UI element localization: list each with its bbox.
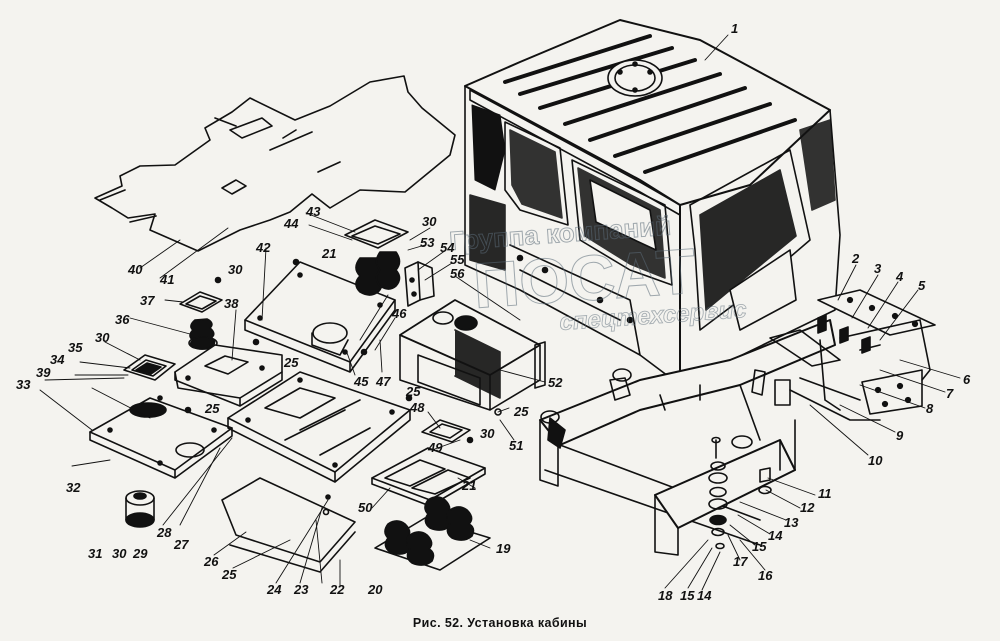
watermark: Группа компаний ПОСАТ спецтехсервис <box>448 210 748 336</box>
callout-26: 26 <box>203 554 219 569</box>
callout-20: 20 <box>367 582 383 597</box>
callout-30e: 30 <box>480 426 495 441</box>
callout-23: 23 <box>293 582 309 597</box>
mount-bolt-stack <box>708 436 772 550</box>
callout-3: 3 <box>874 261 882 276</box>
cover-33 <box>89 395 233 479</box>
callout-2: 2 <box>851 251 860 266</box>
cab-frame <box>539 319 841 556</box>
callout-19: 19 <box>496 541 511 556</box>
mat-26 <box>221 477 356 573</box>
callout-5: 5 <box>918 278 926 293</box>
callout-30b: 30 <box>95 330 110 345</box>
callout-32: 32 <box>66 480 81 495</box>
callout-38: 38 <box>224 296 239 311</box>
plate-50 <box>371 447 486 507</box>
callout-25c: 25 <box>283 355 299 370</box>
leader-lines <box>39 34 961 591</box>
callout-50: 50 <box>358 500 373 515</box>
callout-21b: 21 <box>321 246 336 261</box>
callout-25a: 25 <box>221 567 237 582</box>
gasket-37 <box>179 291 223 313</box>
callout-53: 53 <box>420 235 435 250</box>
callout-44: 44 <box>283 216 299 231</box>
callout-45: 45 <box>353 374 369 389</box>
callout-37: 37 <box>140 293 155 308</box>
grommet-29 <box>125 490 155 528</box>
callout-21a: 21 <box>461 478 476 493</box>
callout-labels: 1 2 3 4 5 6 7 8 9 10 11 12 13 14 15 16 1… <box>16 21 971 603</box>
callout-47: 47 <box>375 374 391 389</box>
callout-22: 22 <box>329 582 345 597</box>
boot-36 <box>188 318 218 350</box>
callout-46: 46 <box>391 306 407 321</box>
floor-mat <box>94 75 456 252</box>
callout-43: 43 <box>305 204 321 219</box>
callout-30a: 30 <box>112 546 127 561</box>
boots-19 <box>374 496 491 571</box>
callout-31: 31 <box>88 546 102 561</box>
cab-body <box>464 19 841 386</box>
callout-56: 56 <box>450 266 465 281</box>
callout-9: 9 <box>896 428 904 443</box>
figure-caption: Рис. 52. Установка кабины <box>412 616 588 630</box>
callout-18: 18 <box>658 588 673 603</box>
screws <box>184 258 502 444</box>
callout-39: 39 <box>36 365 51 380</box>
callout-52: 52 <box>548 375 563 390</box>
svg-text:ПОСАТ: ПОСАТ <box>471 235 698 322</box>
callout-14b: 14 <box>697 588 712 603</box>
callout-1: 1 <box>731 21 738 36</box>
callout-33: 33 <box>16 377 31 392</box>
callout-25d: 25 <box>405 384 421 399</box>
callout-7: 7 <box>946 386 954 401</box>
callout-12: 12 <box>800 500 815 515</box>
callout-41: 41 <box>159 272 174 287</box>
callout-4: 4 <box>895 269 904 284</box>
callout-36: 36 <box>115 312 130 327</box>
callout-11: 11 <box>818 486 832 501</box>
boot-assembly-43 <box>344 219 409 296</box>
callout-6: 6 <box>963 372 971 387</box>
callout-17: 17 <box>733 554 748 569</box>
ring-34 <box>123 354 176 381</box>
heater-box <box>399 299 546 411</box>
callout-40: 40 <box>127 262 143 277</box>
callout-49: 49 <box>427 440 443 455</box>
callout-15b: 15 <box>680 588 695 603</box>
step-plates <box>769 289 936 421</box>
callout-34: 34 <box>50 352 65 367</box>
callout-24: 24 <box>266 582 282 597</box>
callout-48: 48 <box>409 400 425 415</box>
callout-54: 54 <box>440 240 455 255</box>
callout-15a: 15 <box>752 539 767 554</box>
callout-13: 13 <box>784 515 799 530</box>
callout-29: 29 <box>132 546 148 561</box>
callout-28: 28 <box>156 525 172 540</box>
panel-38 <box>174 344 283 407</box>
callout-10: 10 <box>868 453 883 468</box>
callout-35: 35 <box>68 340 83 355</box>
callout-30d: 30 <box>422 214 437 229</box>
callout-30c: 30 <box>228 262 243 277</box>
callout-55: 55 <box>450 252 465 267</box>
callout-25b: 25 <box>204 401 220 416</box>
callout-16: 16 <box>758 568 773 583</box>
callout-14a: 14 <box>768 528 783 543</box>
floor-panel-27 <box>227 371 411 483</box>
callout-27: 27 <box>173 537 189 552</box>
callout-25e: 25 <box>513 404 529 419</box>
callout-42: 42 <box>255 240 271 255</box>
callout-8: 8 <box>926 401 934 416</box>
callout-51: 51 <box>509 438 523 453</box>
plate-48 <box>421 419 471 443</box>
